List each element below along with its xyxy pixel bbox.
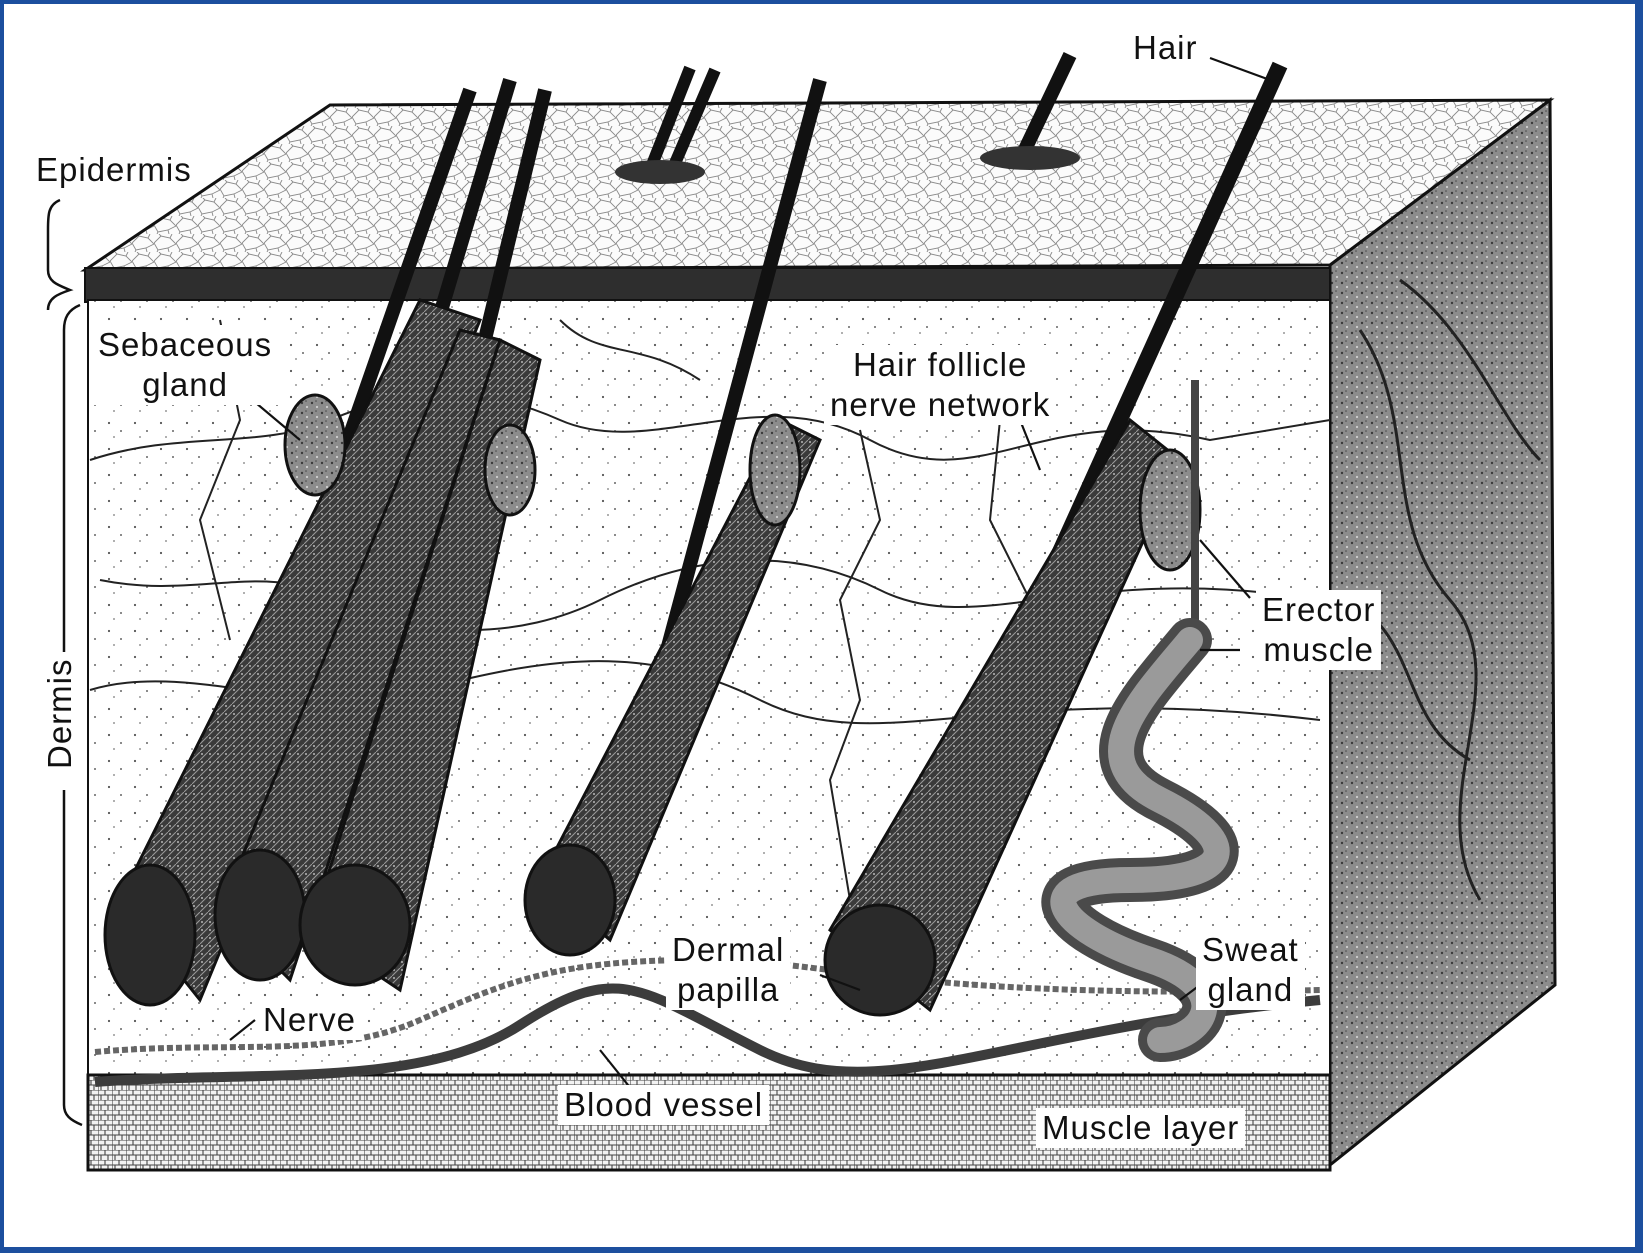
label-nerve: Nerve: [257, 1000, 362, 1040]
label-erector-muscle: Erector muscle: [1256, 590, 1381, 670]
label-sweat-gland: Sweat gland: [1196, 930, 1305, 1010]
epidermis-surface: [85, 100, 1550, 270]
epidermis-bracket: [48, 200, 70, 310]
label-muscle-layer: Muscle layer: [1036, 1108, 1245, 1148]
label-hair: Hair: [1127, 28, 1204, 68]
label-dermal-papilla: Dermal papilla: [666, 930, 790, 1010]
label-dermis: Dermis: [41, 653, 79, 776]
label-sebaceous-gland: Sebaceous gland: [92, 325, 278, 405]
label-epidermis: Epidermis: [30, 150, 198, 190]
label-blood-vessel: Blood vessel: [558, 1085, 769, 1125]
label-hair-follicle-nerve-network: Hair follicle nerve network: [824, 345, 1056, 425]
epidermis-front: [85, 268, 1330, 302]
